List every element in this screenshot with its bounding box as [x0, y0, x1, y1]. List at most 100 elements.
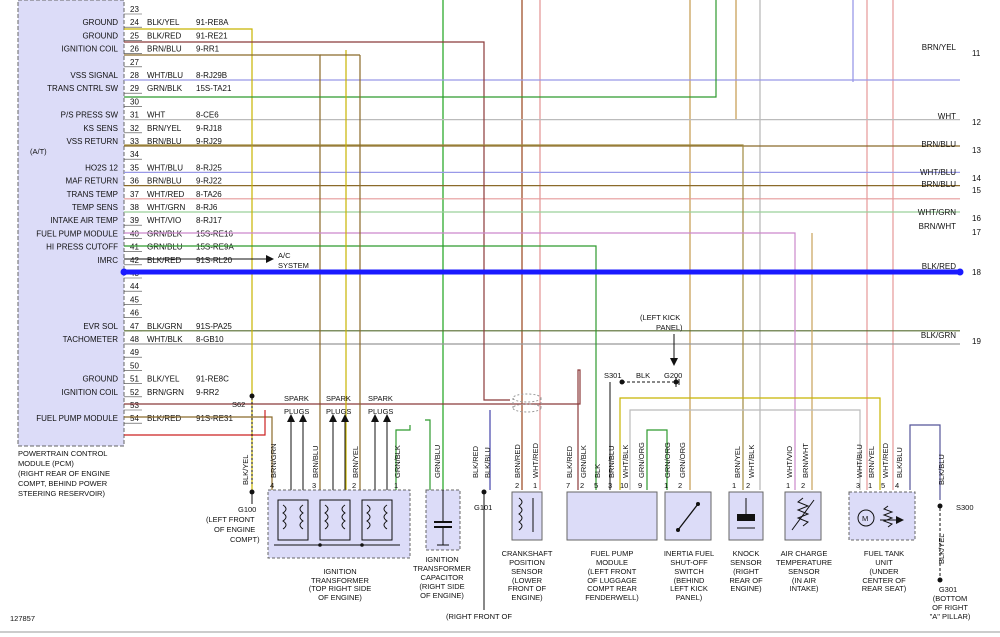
- pcm-pin-35: 35: [130, 163, 139, 172]
- pcm-wire-circuit: 9-RR1: [196, 45, 220, 54]
- svg-text:WHT/RED: WHT/RED: [531, 442, 540, 478]
- fuel-tank-label-3: (UNDER: [869, 567, 899, 576]
- pcm-pin-label: VSS RETURN: [66, 137, 118, 146]
- pcm-pin-38: 38: [130, 203, 139, 212]
- ignition-transformer: [267, 489, 411, 559]
- svg-text:2: 2: [678, 481, 682, 490]
- pcm-wire-color: BLK/RED: [147, 414, 181, 423]
- pcm-pin-label: HI PRESS CUTOFF: [46, 243, 118, 252]
- pcm-pin-45: 45: [130, 295, 139, 304]
- svg-text:GRN/ORG: GRN/ORG: [663, 442, 672, 478]
- svg-text:7: 7: [566, 481, 570, 490]
- svg-text:WHT/BLK: WHT/BLK: [621, 445, 630, 478]
- pcm-pin-label: GROUND: [82, 18, 118, 27]
- crankshaft-sensor: 2 BRN/RED 1 WHT/RED: [511, 442, 543, 541]
- ac-system-label-2: SYSTEM: [278, 261, 309, 270]
- svg-text:SPARK: SPARK: [326, 394, 351, 403]
- g301-ground: [937, 577, 943, 583]
- at-note: (A/T): [30, 147, 47, 156]
- inertia-switch-label-4: (BEHIND: [674, 576, 705, 585]
- svg-text:GRN/BLK: GRN/BLK: [393, 445, 402, 478]
- pcm-pin-48: 48: [130, 335, 139, 344]
- s301-label: S301: [604, 371, 622, 380]
- g101-label: G101: [474, 503, 492, 512]
- svg-text:BRN/BLU: BRN/BLU: [607, 445, 616, 478]
- pcm-wire-circuit: 9-RJ29: [196, 137, 222, 146]
- pcm-wire-color: WHT: [147, 111, 165, 120]
- pcm-pin-24: 24: [130, 18, 139, 27]
- fuel-pump-module-label-4: OF LUGGAGE: [587, 576, 637, 585]
- pcm-pin-label: HO2S 12: [85, 163, 118, 172]
- svg-text:2: 2: [580, 481, 584, 490]
- pcm-wire-color: WHT/VIO: [147, 216, 181, 225]
- pcm-pin-49: 49: [130, 348, 139, 357]
- svg-text:SPARK: SPARK: [368, 394, 393, 403]
- left-kick-panel-1: (LEFT KICK: [640, 313, 680, 322]
- pcm-pin-label: VSS SIGNAL: [70, 71, 118, 80]
- svg-text:3: 3: [608, 481, 612, 490]
- ignition-transformer-label-4: OF ENGINE): [318, 593, 362, 602]
- air-charge-label-1: AIR CHARGE: [781, 549, 828, 558]
- inertia-switch: 1 GRN/ORG 2 GRN/ORG: [663, 442, 712, 541]
- right-ref-number: 16: [972, 214, 981, 223]
- pcm-pin-30: 30: [130, 97, 139, 106]
- pcm-wire-color: WHT/BLK: [147, 335, 183, 344]
- svg-text:BRN/BLU: BRN/BLU: [311, 445, 320, 478]
- right-ref-color: BLK/RED: [922, 262, 956, 271]
- inertia-switch-label-6: PANEL): [676, 593, 703, 602]
- svg-text:BLK/RED: BLK/RED: [565, 445, 574, 478]
- ignition-capacitor-label-4: (RIGHT SIDE: [419, 582, 464, 591]
- ignition-capacitor-label-5: OF ENGINE): [420, 591, 464, 600]
- right-ref-number: 15: [972, 186, 981, 195]
- crankshaft-label-2: POSITION: [509, 558, 545, 567]
- right-ref-color: WHT/BLU: [920, 168, 956, 177]
- spark-plugs: SPARK PLUGS SPARK PLUGS SPARK PLUGS: [284, 394, 393, 490]
- pcm-wire-color: BRN/BLU: [147, 45, 182, 54]
- right-ref-number: 11: [972, 49, 981, 58]
- svg-text:5: 5: [881, 481, 885, 490]
- pcm-pin-28: 28: [130, 71, 139, 80]
- right-ref-color: BRN/YEL: [922, 43, 957, 52]
- pcm-pin-label: GROUND: [82, 31, 118, 40]
- pcm-pin-41: 41: [130, 243, 139, 252]
- fuel-pump-module-label-6: FENDERWELL): [585, 593, 639, 602]
- knock-sensor: 1 BRN/YEL 2 WHT/BLK: [728, 445, 764, 541]
- g100-loc-1: (LEFT FRONT: [206, 515, 255, 524]
- knock-sensor-label-2: SENSOR: [730, 558, 762, 567]
- pcm-module: [17, 0, 125, 447]
- ac-system-label-1: A/C: [278, 251, 291, 260]
- pcm-pin-23: 23: [130, 5, 139, 14]
- pcm-caption-2: MODULE (PCM): [18, 459, 74, 468]
- pcm-wire-color: BRN/GRN: [147, 388, 184, 397]
- splice-s62-label: S62: [232, 400, 245, 409]
- svg-text:BRN/WHT: BRN/WHT: [801, 443, 810, 478]
- ignition-transformer-label-1: IGNITION: [323, 567, 356, 576]
- pcm-pin-25: 25: [130, 31, 139, 40]
- crankshaft-label-4: (LOWER: [512, 576, 543, 585]
- pcm-wire-circuit: 15S-RE16: [196, 229, 233, 238]
- pcm-pin-label: TEMP SENS: [72, 203, 118, 212]
- pcm-wire-circuit: 91-RE8C: [196, 375, 229, 384]
- ignition-transformer-label-3: (TOP RIGHT SIDE: [309, 584, 372, 593]
- air-charge-temp-sensor: 1 WHT/VIO 2 BRN/WHT: [784, 443, 822, 541]
- pcm-wire-color: WHT/GRN: [147, 203, 185, 212]
- pcm-wire-circuit: 91-RE8A: [196, 18, 229, 27]
- pcm-wire-circuit: 15S-TA21: [196, 84, 232, 93]
- svg-text:1: 1: [732, 481, 736, 490]
- inertia-switch-label-2: SHUT-OFF: [670, 558, 708, 567]
- crankshaft-label-5: FRONT OF: [508, 584, 547, 593]
- fuel-pump-module-label-1: FUEL PUMP: [591, 549, 634, 558]
- pcm-wire-circuit: 8-RJ25: [196, 163, 222, 172]
- pcm-pin-44: 44: [130, 282, 139, 291]
- svg-text:2: 2: [515, 481, 519, 490]
- pcm-wire-color: BLK/RED: [147, 31, 181, 40]
- g100-loc-3: COMPT): [230, 535, 260, 544]
- svg-text:1: 1: [868, 481, 872, 490]
- pcm-pin-label: IMRC: [98, 256, 119, 265]
- fuel-tank-label-1: FUEL TANK: [864, 549, 904, 558]
- pcm-caption-5: STEERING RESERVOIR): [18, 489, 105, 498]
- right-ref-number: 12: [972, 118, 981, 127]
- air-charge-label-5: INTAKE): [789, 584, 819, 593]
